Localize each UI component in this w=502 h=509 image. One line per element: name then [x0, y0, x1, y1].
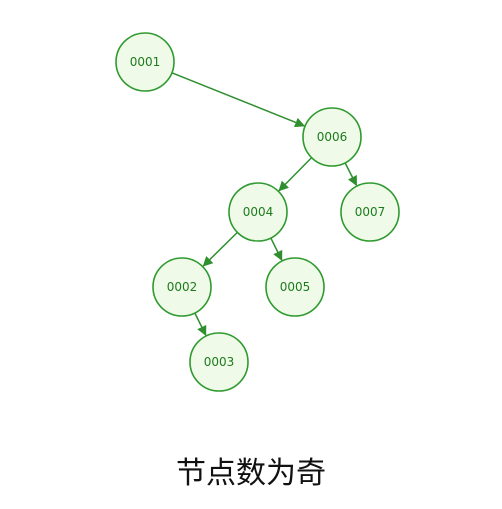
node-label: 0004	[243, 205, 274, 219]
tree-node-0002: 0002	[152, 257, 212, 317]
edge-0004-0005	[270, 237, 283, 261]
edges-layer	[171, 72, 358, 336]
node-circle	[189, 332, 249, 392]
edge-0006-0007	[344, 162, 358, 187]
node-label: 0006	[317, 130, 348, 144]
edge-0006-0004	[278, 157, 313, 192]
node-circle	[115, 32, 175, 92]
node-label: 0003	[204, 355, 235, 369]
node-circle	[152, 257, 212, 317]
node-circle	[340, 182, 400, 242]
edge-0001-0006	[171, 72, 306, 128]
node-circle	[302, 107, 362, 167]
tree-node-0004: 0004	[228, 182, 288, 242]
node-circle	[228, 182, 288, 242]
tree-node-0007: 0007	[340, 182, 400, 242]
tree-node-0003: 0003	[189, 332, 249, 392]
node-circle	[265, 257, 325, 317]
node-label: 0007	[355, 205, 386, 219]
node-label: 0002	[167, 280, 198, 294]
nodes-layer: 0001 0006 0004 0007 0002 0005 0003	[115, 32, 400, 392]
node-label: 0001	[130, 55, 161, 69]
node-label: 0005	[280, 280, 311, 294]
tree-node-0001: 0001	[115, 32, 175, 92]
diagram-caption: 节点数为奇	[176, 456, 326, 491]
tree-node-0005: 0005	[265, 257, 325, 317]
tree-node-0006: 0006	[302, 107, 362, 167]
edge-0004-0002	[202, 231, 238, 267]
edge-0002-0003	[194, 312, 207, 336]
